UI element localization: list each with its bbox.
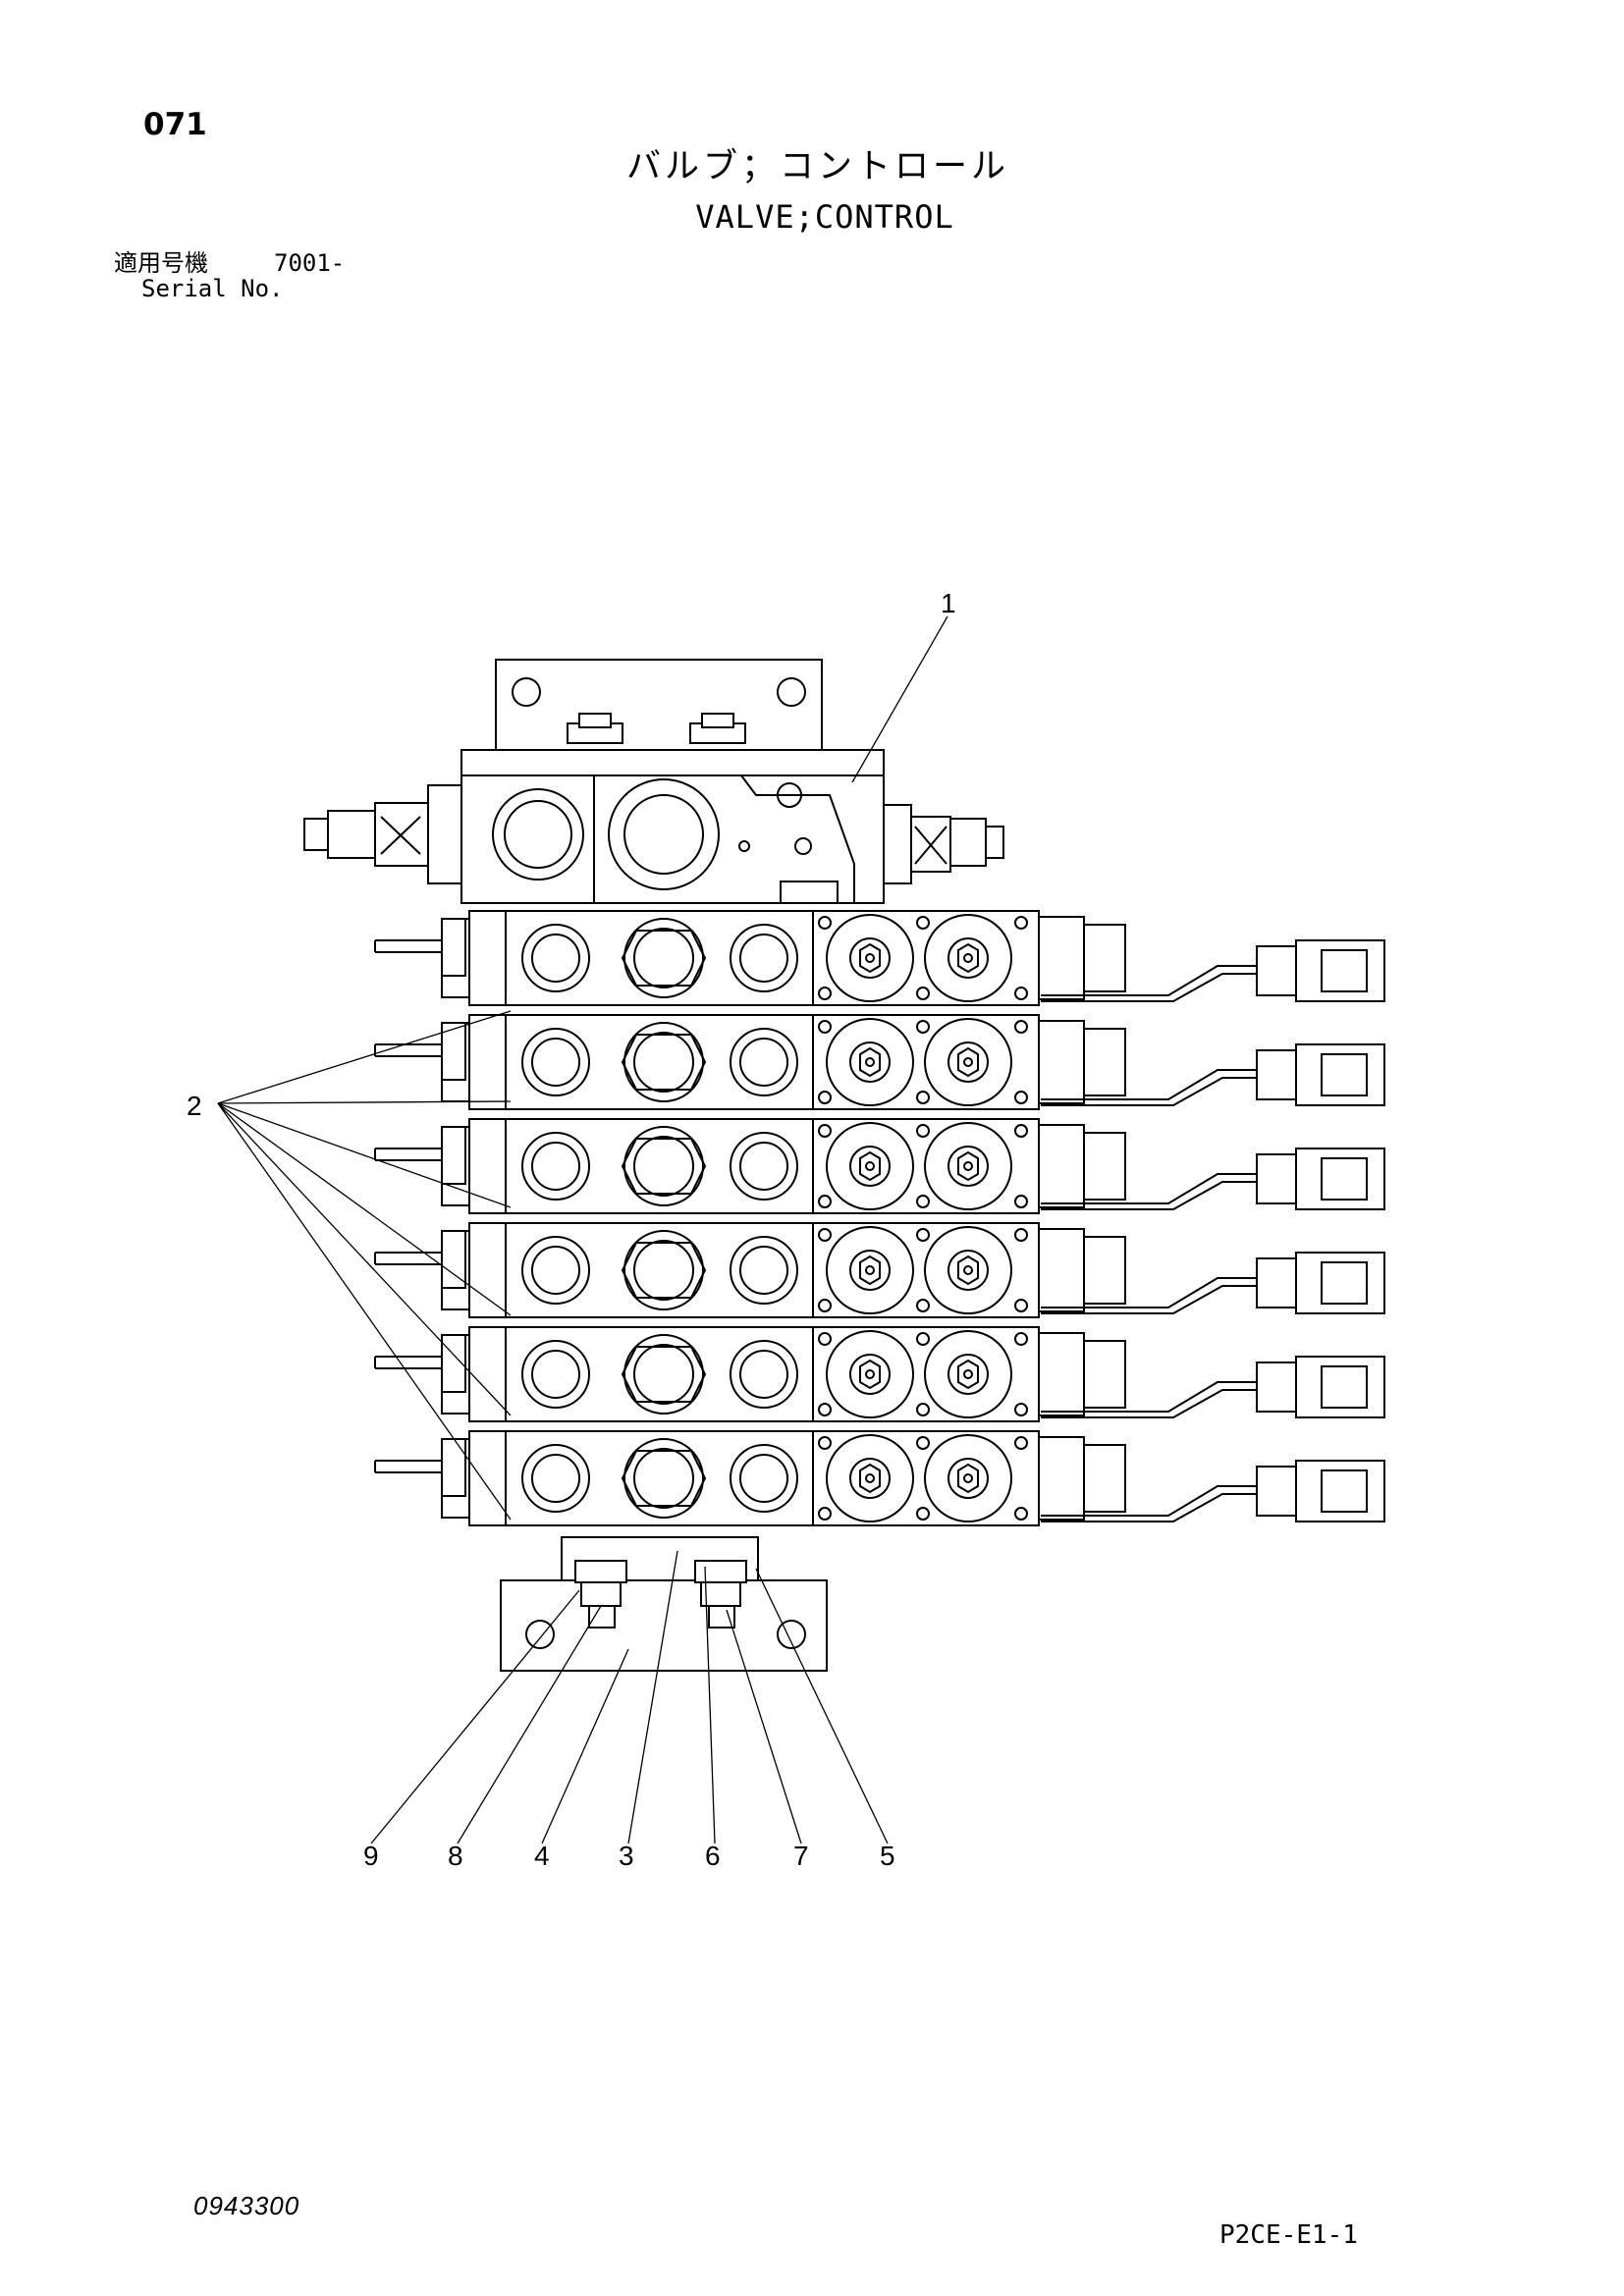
callout-labels: 1 2 9 8 4 3 6 7 5 xyxy=(187,588,956,1871)
serial-label-english: Serial No. xyxy=(141,275,284,302)
page-number: 071 xyxy=(143,107,207,142)
valve-section xyxy=(374,1430,1385,1526)
callout-5: 5 xyxy=(880,1841,895,1871)
callout-7: 7 xyxy=(793,1841,809,1871)
callout-6: 6 xyxy=(705,1841,721,1871)
top-mounting-bracket xyxy=(495,659,823,751)
callout-9: 9 xyxy=(363,1841,379,1871)
page-title-japanese: バルブ；コントロール xyxy=(625,147,1009,187)
valve-head-section xyxy=(303,749,1004,904)
bottom-mounting-bracket xyxy=(500,1536,828,1672)
document-number: 0943300 xyxy=(193,2191,300,2220)
callout-8: 8 xyxy=(448,1841,463,1871)
callout-3: 3 xyxy=(619,1841,634,1871)
valve-section xyxy=(374,1118,1385,1214)
page-title-english: VALVE;CONTROL xyxy=(695,198,954,236)
callout-2: 2 xyxy=(187,1091,202,1121)
serial-label-japanese: 適用号機 xyxy=(114,249,208,277)
valve-section xyxy=(374,1222,1385,1318)
callout-4: 4 xyxy=(534,1841,550,1871)
valve-section xyxy=(374,1014,1385,1110)
valve-section xyxy=(374,910,1385,1006)
valve-section-stack xyxy=(374,910,1385,1526)
serial-number: 7001- xyxy=(274,249,346,277)
callout-1: 1 xyxy=(941,588,956,618)
valve-section xyxy=(374,1326,1385,1422)
callout-leader-lines xyxy=(217,615,948,1844)
page-code: P2CE-E1-1 xyxy=(1219,2220,1358,2250)
